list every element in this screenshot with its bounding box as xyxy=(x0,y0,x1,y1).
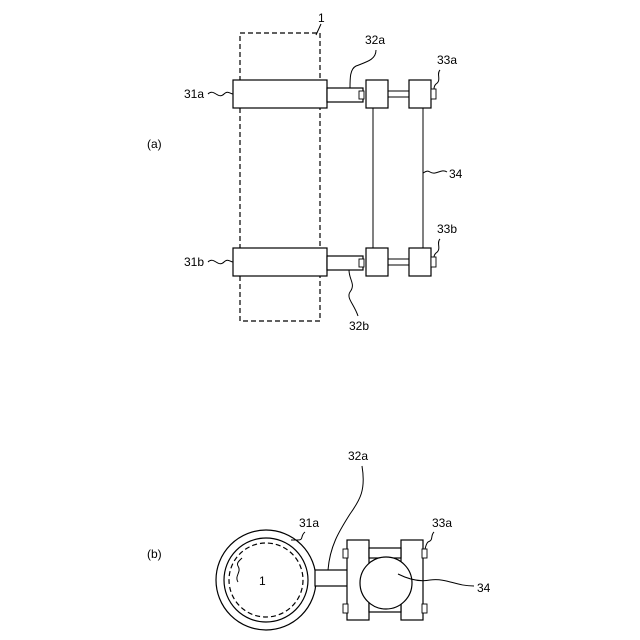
column-section xyxy=(360,557,412,609)
label-holder-b: 33a xyxy=(432,516,452,530)
holder-b-nut-2 xyxy=(422,549,427,558)
label-holder-bottom: 33b xyxy=(437,222,457,236)
holder-bottom-right-block xyxy=(409,248,431,276)
arm-top-bolt xyxy=(359,91,364,99)
arm-b xyxy=(315,570,351,586)
leader-holder-top xyxy=(434,70,440,89)
holder-bottom-nut xyxy=(431,257,436,267)
label-clamp-top: 31a xyxy=(184,87,204,101)
view-a: (a) 1 34 31a 32a 33a 31b 32b xyxy=(147,11,463,333)
label-arm-top: 32a xyxy=(365,33,385,47)
holder-top-left-block xyxy=(366,80,388,108)
holder-b-nut-3 xyxy=(343,604,348,613)
label-column: 34 xyxy=(449,167,463,181)
label-pipe: 1 xyxy=(318,11,325,25)
label-clamp-bottom: 31b xyxy=(184,255,204,269)
clamp-ring-outer xyxy=(216,530,316,630)
leader-clamp-bottom xyxy=(208,260,233,264)
clamp-top xyxy=(233,80,327,108)
leader-holder-b xyxy=(425,532,434,549)
leader-arm-bottom xyxy=(349,270,358,316)
clamp-bottom xyxy=(233,248,327,276)
holder-top-right-block xyxy=(409,80,431,108)
arm-bottom xyxy=(327,256,363,270)
label-arm-b: 32a xyxy=(348,449,368,463)
arm-top xyxy=(327,88,363,102)
view-a-caption: (a) xyxy=(147,137,162,151)
holder-top-nut xyxy=(431,89,436,99)
holder-b-nut-1 xyxy=(343,549,348,558)
label-pipe-b: 1 xyxy=(259,574,266,588)
leader-column xyxy=(423,171,447,173)
leader-clamp-top xyxy=(208,92,233,96)
holder-b-nut-4 xyxy=(422,604,427,613)
view-b-caption: (b) xyxy=(147,547,162,561)
label-arm-bottom: 32b xyxy=(349,319,369,333)
label-column-b: 34 xyxy=(477,581,491,595)
leader-holder-bottom xyxy=(434,239,440,257)
label-clamp-b: 31a xyxy=(299,516,319,530)
label-holder-top: 33a xyxy=(437,53,457,67)
pipe-outline xyxy=(240,33,320,321)
arm-bottom-bolt xyxy=(359,259,364,267)
view-b: (b) 1 31a 32a 33a 34 xyxy=(147,449,491,630)
holder-bottom-left-block xyxy=(366,248,388,276)
